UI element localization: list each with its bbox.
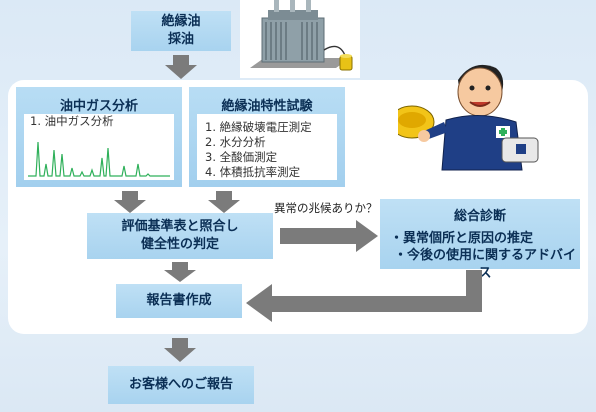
arrow-down-icon <box>164 338 196 362</box>
inspector-illustration <box>398 64 539 171</box>
gas-analysis-title: 油中ガス分析 <box>59 99 138 114</box>
customer-report-label: お客様へのご報告 <box>128 377 233 393</box>
arrow-right-icon <box>280 220 378 252</box>
arrow-down-icon <box>114 191 146 213</box>
transformer-illustration <box>240 0 360 78</box>
gas-analysis-box: 油中ガス分析 1. 油中ガス分析 <box>16 87 182 187</box>
anomaly-question-label: 異常の兆候ありか？ <box>274 201 378 215</box>
oil-sampling-line1: 絶縁油 <box>161 14 201 30</box>
diagnosis-title: 総合診断 <box>453 209 506 224</box>
diagnosis-item-2: ・今後の使用に関するアドバイス <box>393 248 576 281</box>
overall-diagnosis-box: 総合診断 ・異常個所と原因の推定 ・今後の使用に関するアドバイス <box>380 199 580 281</box>
arrow-down-icon <box>165 55 197 79</box>
return-arrow-icon <box>246 270 482 322</box>
chromatogram-chart <box>28 141 170 177</box>
oil-sampling-box: 絶縁油 採油 <box>131 11 231 51</box>
gas-analysis-panel: 1. 油中ガス分析 <box>24 114 174 180</box>
report-creation-box: 報告書作成 <box>116 284 242 318</box>
gas-analysis-item: 1. 油中ガス分析 <box>30 114 114 128</box>
oil-test-item-4: 4. 体積抵抗率測定 <box>205 165 301 179</box>
evaluation-line1: 評価基準表と照合し <box>121 219 239 235</box>
oil-sampling-line2: 採油 <box>167 32 194 47</box>
oil-test-item-2: 2. 水分分析 <box>205 135 266 149</box>
arrow-down-icon <box>208 191 240 213</box>
arrow-down-icon <box>164 262 196 282</box>
evaluation-line2: 健全性の判定 <box>140 237 219 252</box>
customer-report-box: お客様へのご報告 <box>108 366 254 404</box>
diagnosis-item-1: ・異常個所と原因の推定 <box>390 230 534 246</box>
oil-test-item-3: 3. 全酸価測定 <box>205 150 278 164</box>
oil-property-test-panel: 1. 絶縁破壊電圧測定 2. 水分分析 3. 全酸価測定 4. 体積抵抗率測定 <box>197 114 337 180</box>
oil-property-test-box: 絶縁油特性試験 1. 絶縁破壊電圧測定 2. 水分分析 3. 全酸価測定 4. … <box>189 87 345 187</box>
report-creation-label: 報告書作成 <box>146 293 212 309</box>
oil-property-test-title: 絶縁油特性試験 <box>221 99 313 114</box>
oil-test-item-1: 1. 絶縁破壊電圧測定 <box>205 120 312 134</box>
evaluation-box: 評価基準表と照合し 健全性の判定 <box>87 213 273 259</box>
